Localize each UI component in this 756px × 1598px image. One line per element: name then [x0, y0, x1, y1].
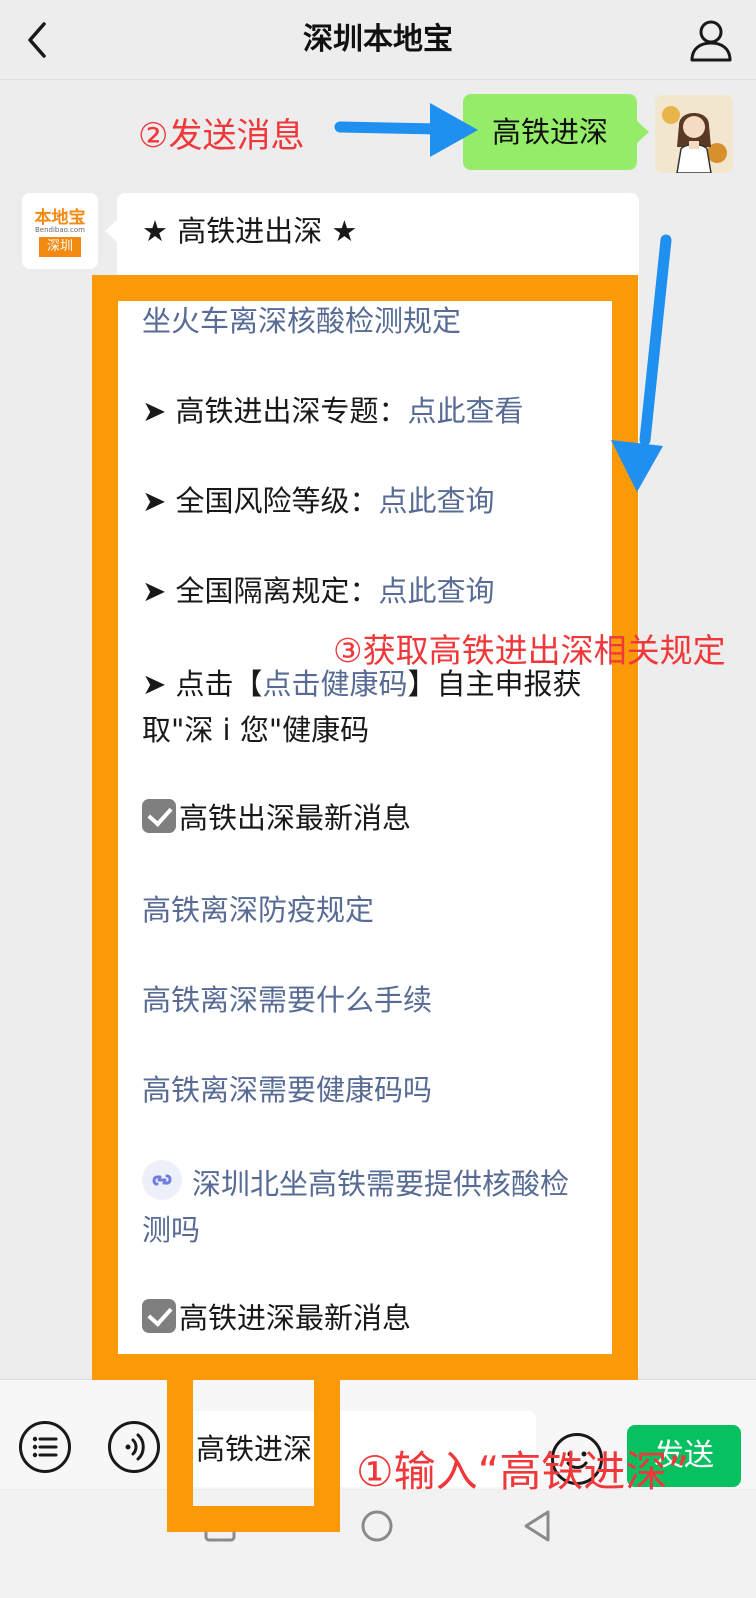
- link-quarantine-query[interactable]: 点此查询: [378, 574, 495, 608]
- miniprogram-link[interactable]: 深圳北坐高铁需要提供核酸检 测吗: [142, 1160, 612, 1253]
- sent-message-bubble[interactable]: 高铁进深: [463, 94, 649, 170]
- reply-message-bubble: [105, 193, 639, 1373]
- back-arrow-icon[interactable]: [18, 18, 62, 62]
- bot-logo-brand: 本地宝: [34, 208, 86, 228]
- menu-list-icon[interactable]: [19, 1421, 71, 1473]
- item-label: ➤ 全国风险等级：: [142, 484, 379, 518]
- health-code-suffix: 】自主申报获: [407, 667, 582, 701]
- system-nav-bar: [0, 1490, 756, 1598]
- blue-arrow-icon: [334, 103, 478, 157]
- health-code-prefix: ➤ 点击【: [142, 667, 263, 701]
- item-label: ➤ 高铁进出深专题：: [142, 394, 408, 428]
- voice-input-icon[interactable]: [108, 1421, 160, 1473]
- input-highlight-frame: [167, 1354, 340, 1532]
- link-topic-view[interactable]: 点此查看: [407, 394, 524, 428]
- annotation-arrows: [334, 103, 672, 492]
- link-outbound-rules[interactable]: 高铁离深防疫规定: [142, 893, 375, 927]
- chat-title: 深圳本地宝: [303, 22, 453, 57]
- checkbox-icon: [142, 799, 176, 833]
- checkbox-icon: [142, 1299, 176, 1333]
- miniprogram-line1: 深圳北坐高铁需要提供核酸检: [192, 1167, 570, 1201]
- health-code-line2: 取"深 i 您"健康码: [142, 713, 370, 747]
- bot-logo-city: 深圳: [39, 237, 81, 257]
- user-avatar[interactable]: [655, 95, 733, 173]
- section-title: 高铁进深最新消息: [179, 1301, 412, 1335]
- profile-icon[interactable]: [686, 14, 736, 64]
- item-label: ➤ 全国隔离规定：: [142, 574, 379, 608]
- annotation-step-3: ③获取高铁进出深相关规定: [333, 631, 726, 670]
- user-avatar-illustration: [655, 95, 733, 173]
- link-outbound-procedures[interactable]: 高铁离深需要什么手续: [142, 983, 433, 1017]
- blue-arrow-icon: [611, 234, 672, 492]
- section-heading-inbound: 高铁进深最新消息: [142, 1295, 612, 1341]
- message-input[interactable]: 高铁进深: [180, 1411, 536, 1487]
- list-item: ➤ 全国隔离规定：点此查询: [142, 568, 612, 614]
- miniprogram-line2: 测吗: [142, 1213, 201, 1247]
- link-risk-level-query[interactable]: 点此查询: [378, 484, 495, 518]
- emoji-icon[interactable]: [551, 1433, 603, 1485]
- send-button[interactable]: 发送: [627, 1425, 741, 1487]
- list-item: ➤ 全国风险等级：点此查询: [142, 478, 612, 524]
- annotation-step-1: ①输入“高铁进深”: [356, 1447, 690, 1496]
- link-outbound-health-code[interactable]: 高铁离深需要健康码吗: [142, 1073, 433, 1107]
- list-item: ➤ 高铁进出深专题：点此查看: [142, 388, 612, 434]
- section-heading-outbound: 高铁出深最新消息: [142, 795, 612, 841]
- section-title: 高铁出深最新消息: [179, 801, 412, 835]
- back-triangle-icon[interactable]: [524, 1510, 550, 1542]
- bot-logo-domain: Bendibao.com: [34, 226, 85, 234]
- miniprogram-icon: [142, 1160, 182, 1200]
- bot-avatar[interactable]: 本地宝 Bendibao.com 深圳: [22, 193, 98, 269]
- home-icon[interactable]: [361, 1510, 393, 1542]
- link-covid-test-rules[interactable]: 坐火车离深核酸检测规定: [142, 304, 462, 338]
- health-code-item: ➤ 点击【点击健康码】自主申报获 取"深 i 您"健康码: [142, 661, 612, 753]
- nav-bar: 深圳本地宝: [0, 0, 756, 80]
- annotation-step-2: ②发送消息: [138, 116, 305, 156]
- reply-title: ★ 高铁进出深 ★: [142, 214, 358, 248]
- link-health-code[interactable]: 点击健康码: [262, 667, 408, 701]
